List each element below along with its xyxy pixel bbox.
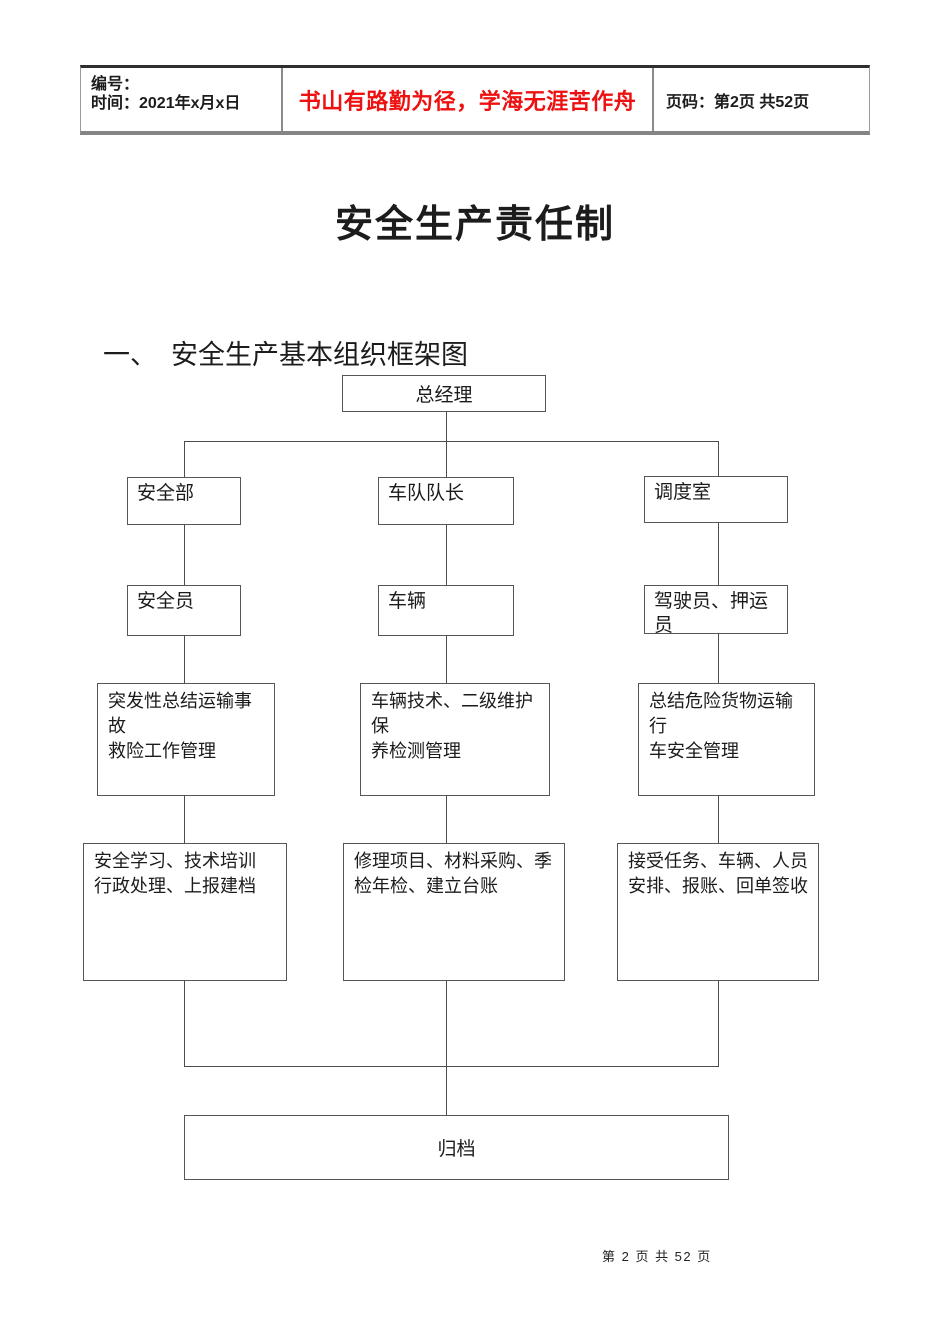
section-heading: 一、安全生产基本组织框架图: [103, 333, 468, 372]
box-vehicles: 车辆: [378, 585, 514, 636]
box-transport-safety-mgmt: 总结危险货物运输行 车安全管理: [638, 683, 815, 796]
box-repair-ledger: 修理项目、材料采购、季 检年检、建立台账: [343, 843, 565, 981]
connector-line: [446, 441, 447, 477]
motto-text: 书山有路勤为径，学海无涯苦作舟: [298, 88, 637, 114]
page-info-text: 页码：第2页 共52页: [666, 93, 810, 111]
connector-line: [184, 525, 185, 585]
box-safety-officer: 安全员: [127, 585, 241, 636]
connector-line: [184, 1066, 719, 1067]
header-table: 编号： 时间：2021年x月x日 书山有路勤为径，学海无涯苦作舟 页码：第2页 …: [80, 65, 870, 135]
page-footer: 第 2 页 共 52 页: [602, 1249, 712, 1264]
box-vehicle-maintenance-mgmt: 车辆技术、二级维护保 养检测管理: [360, 683, 550, 796]
box-archive: 归档: [184, 1115, 729, 1180]
connector-line: [718, 634, 719, 683]
connector-line: [446, 412, 447, 441]
connector-line: [446, 636, 447, 683]
header-cell-number-date: 编号： 时间：2021年x月x日: [81, 68, 283, 131]
connector-line: [184, 441, 185, 477]
connector-line: [446, 1066, 447, 1115]
connector-line: [184, 441, 719, 442]
connector-line: [718, 981, 719, 1066]
box-general-manager: 总经理: [342, 375, 546, 412]
section-number: 一、: [103, 340, 157, 370]
section-text: 安全生产基本组织框架图: [171, 340, 468, 370]
connector-line: [718, 523, 719, 585]
box-task-assignment: 接受任务、车辆、人员 安排、报账、回单签收: [617, 843, 819, 981]
page-title: 安全生产责任制: [334, 204, 615, 246]
box-dispatch-office: 调度室: [644, 476, 788, 523]
header-cell-motto: 书山有路勤为径，学海无涯苦作舟: [283, 68, 654, 131]
connector-line: [446, 796, 447, 843]
connector-line: [184, 981, 185, 1066]
connector-line: [718, 796, 719, 843]
doc-number-label: 编号：: [91, 76, 140, 93]
box-training-filing: 安全学习、技术培训 行政处理、上报建档: [83, 843, 287, 981]
header-cell-page: 页码：第2页 共52页: [654, 68, 869, 131]
box-drivers-escorts: 驾驶员、押运员: [644, 585, 788, 636]
connector-line: [446, 981, 447, 1066]
box-accident-rescue-mgmt: 突发性总结运输事故 救险工作管理: [97, 683, 275, 796]
box-safety-dept: 安全部: [127, 477, 241, 525]
connector-line: [184, 636, 185, 683]
connector-line: [718, 441, 719, 477]
connector-line: [184, 796, 185, 843]
box-fleet-captain: 车队队长: [378, 477, 514, 525]
connector-line: [446, 525, 447, 585]
doc-date-line: 时间：2021年x月x日: [91, 95, 241, 112]
